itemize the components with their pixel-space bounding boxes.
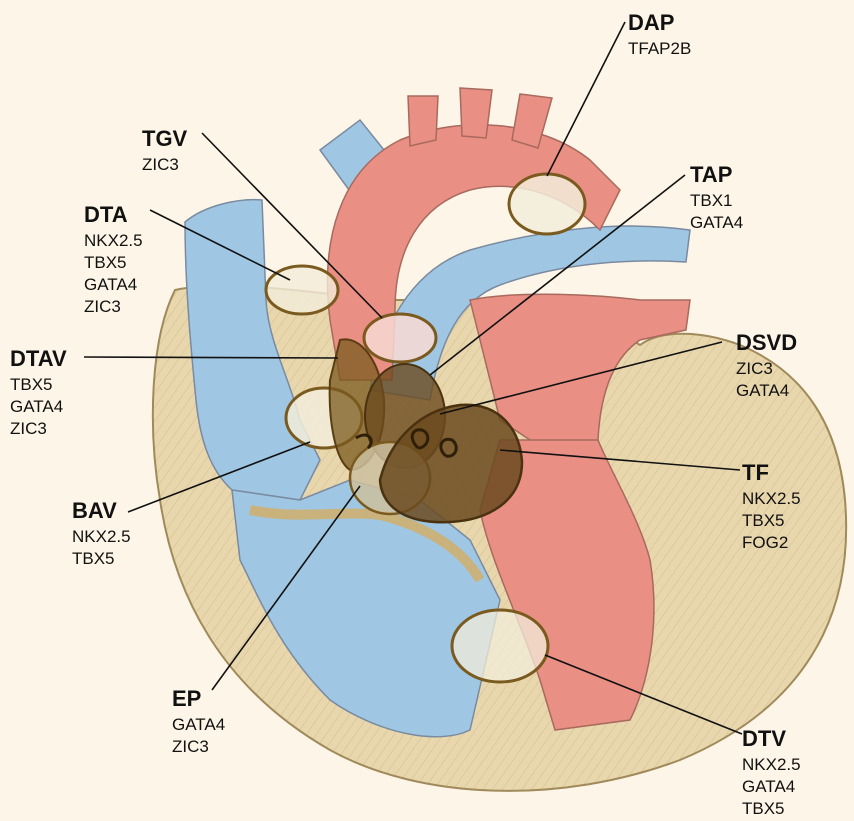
label-ep-gene: ZIC3	[172, 736, 225, 758]
label-dsvd-gene: ZIC3	[736, 358, 797, 380]
label-tf-gene: TBX5	[742, 510, 801, 532]
label-dtv-gene: TBX5	[742, 798, 801, 820]
label-tgv-title: TGV	[142, 128, 187, 150]
leader-dtav	[84, 357, 338, 358]
label-tf-title: TF	[742, 462, 801, 484]
label-tf: TF NKX2.5 TBX5 FOG2	[742, 462, 801, 554]
label-dsvd-gene: GATA4	[736, 380, 797, 402]
label-dtav-gene: GATA4	[10, 396, 67, 418]
label-tap-gene: GATA4	[690, 212, 743, 234]
label-dap: DAP TFAP2B	[628, 12, 691, 60]
label-bav: BAV NKX2.5 TBX5	[72, 500, 131, 570]
label-tgv: TGV ZIC3	[142, 128, 187, 176]
label-dsvd: DSVD ZIC3 GATA4	[736, 332, 797, 402]
label-ep-gene: GATA4	[172, 714, 225, 736]
label-tap: TAP TBX1 GATA4	[690, 164, 743, 234]
label-dap-title: DAP	[628, 12, 691, 34]
leader-dap	[547, 22, 625, 176]
label-dtav: DTAV TBX5 GATA4 ZIC3	[10, 348, 67, 440]
label-bav-gene: NKX2.5	[72, 526, 131, 548]
label-dta-gene: TBX5	[84, 252, 143, 274]
label-tf-gene: NKX2.5	[742, 488, 801, 510]
label-dtav-gene: TBX5	[10, 374, 67, 396]
label-ep-title: EP	[172, 688, 225, 710]
label-dta-gene: GATA4	[84, 274, 143, 296]
label-dtv: DTV NKX2.5 GATA4 TBX5	[742, 728, 801, 820]
label-bav-gene: TBX5	[72, 548, 131, 570]
lesion-tgv	[364, 314, 436, 362]
label-ep: EP GATA4 ZIC3	[172, 688, 225, 758]
label-tap-gene: TBX1	[690, 190, 743, 212]
label-bav-title: BAV	[72, 500, 131, 522]
label-tf-gene: FOG2	[742, 532, 801, 554]
label-dtv-gene: NKX2.5	[742, 754, 801, 776]
aortic-branch-2	[460, 88, 492, 138]
label-dtv-gene: GATA4	[742, 776, 801, 798]
lesion-dap	[509, 174, 585, 234]
label-dsvd-title: DSVD	[736, 332, 797, 354]
label-dta: DTA NKX2.5 TBX5 GATA4 ZIC3	[84, 204, 143, 318]
lesion-dtv	[452, 610, 548, 682]
label-tgv-gene: ZIC3	[142, 154, 187, 176]
aortic-branch-1	[408, 96, 438, 146]
label-tap-title: TAP	[690, 164, 743, 186]
label-dta-title: DTA	[84, 204, 143, 226]
label-dtav-title: DTAV	[10, 348, 67, 370]
label-dap-gene: TFAP2B	[628, 38, 691, 60]
label-dtv-title: DTV	[742, 728, 801, 750]
label-dta-gene: ZIC3	[84, 296, 143, 318]
label-dtav-gene: ZIC3	[10, 418, 67, 440]
label-dta-gene: NKX2.5	[84, 230, 143, 252]
